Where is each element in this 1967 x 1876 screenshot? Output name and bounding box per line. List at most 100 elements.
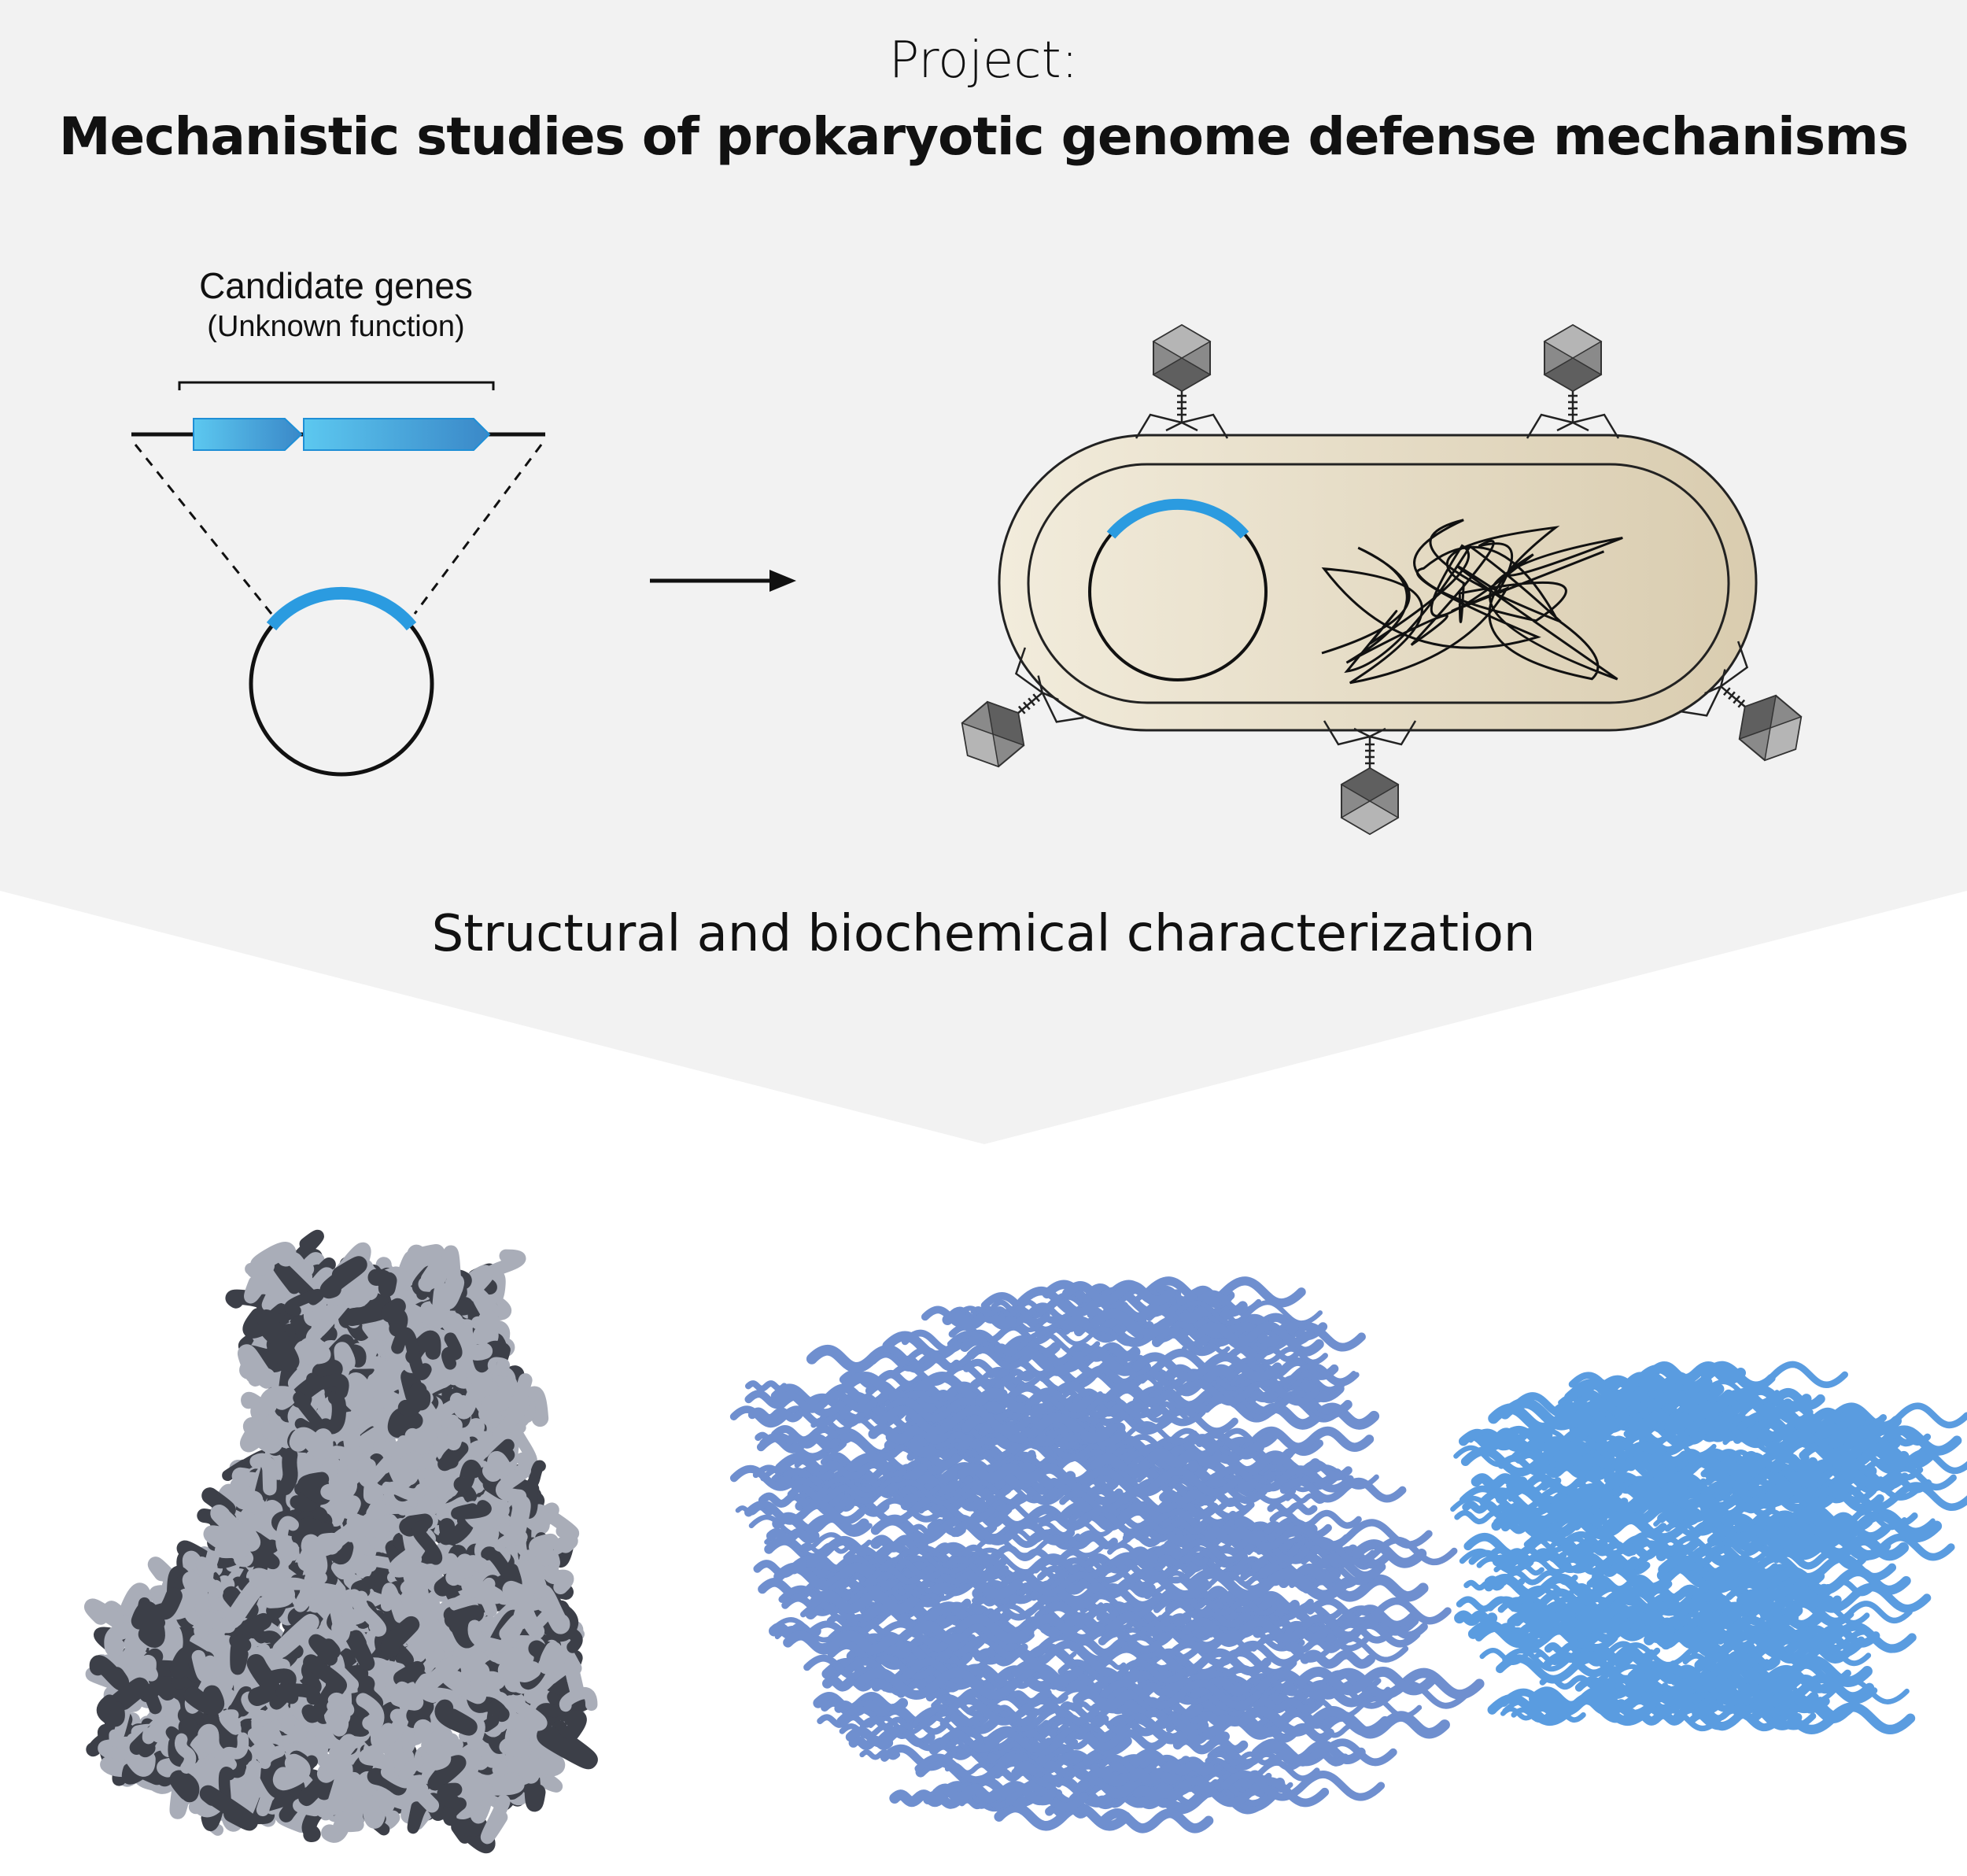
structure-mark <box>991 1299 1052 1313</box>
structure-mark <box>940 1736 1016 1752</box>
structure-mark <box>419 1596 441 1641</box>
structure-mark <box>391 1327 432 1380</box>
structure-mark <box>345 1276 378 1308</box>
bacterial-cell <box>998 434 1758 732</box>
structure-mark <box>1704 1472 1806 1493</box>
structure-mark <box>1647 1662 1797 1693</box>
structure-mark <box>1057 1659 1188 1684</box>
structure-mark <box>1691 1641 1816 1664</box>
structure-mark <box>773 1562 909 1591</box>
structure-mark <box>259 1386 297 1415</box>
structure-mark <box>1664 1521 1731 1537</box>
structure-mark <box>1511 1707 1586 1723</box>
section-label: Structural and biochemical characterizat… <box>431 905 1536 963</box>
structure-mark <box>1580 1553 1639 1570</box>
structure-mark <box>304 1536 327 1589</box>
structure-mark <box>1561 1603 1655 1625</box>
structure-mark <box>1098 1629 1223 1654</box>
structure-mark <box>197 1723 220 1754</box>
structure-mark <box>367 1565 398 1595</box>
structure-mark <box>1500 1520 1546 1534</box>
structure-mark <box>1549 1537 1643 1555</box>
protein-structure-ribbon-large <box>729 1276 1485 1834</box>
structure-mark <box>502 1647 541 1682</box>
structure-mark <box>1231 1357 1339 1380</box>
structure-mark <box>439 1273 465 1310</box>
structure-mark <box>341 1555 375 1579</box>
structure-mark <box>1495 1427 1553 1443</box>
structure-mark <box>963 1449 1007 1461</box>
structure-mark <box>1047 1484 1135 1505</box>
structure-mark <box>1195 1321 1315 1346</box>
structure-mark <box>410 1465 455 1500</box>
structure-mark <box>1026 1428 1081 1442</box>
structure-mark <box>389 1681 424 1711</box>
structure-mark <box>1124 1619 1175 1632</box>
structure-mark <box>237 1344 276 1389</box>
structure-mark <box>1051 1717 1132 1734</box>
structure-mark <box>1200 1590 1314 1614</box>
structure-mark <box>275 1683 321 1705</box>
structure-mark <box>345 1630 375 1671</box>
structure-mark <box>1131 1352 1282 1382</box>
structure-mark <box>864 1716 919 1730</box>
structure-mark <box>954 1614 1105 1644</box>
structure-mark <box>308 1634 341 1666</box>
structure-mark <box>959 1797 1006 1810</box>
structure-mark <box>320 1469 356 1502</box>
structure-mark <box>888 1479 1035 1506</box>
structure-mark <box>1172 1735 1249 1755</box>
structure-mark <box>1008 1690 1068 1704</box>
structure-mark <box>1541 1582 1607 1597</box>
structure-mark <box>1054 1320 1094 1331</box>
structure-mark <box>249 1453 277 1496</box>
structure-mark <box>1175 1300 1323 1326</box>
structure-mark <box>1238 1706 1390 1737</box>
structure-mark <box>1474 1624 1618 1652</box>
structure-mark <box>889 1789 947 1807</box>
structure-mark <box>327 1494 361 1527</box>
structure-mark <box>1029 1767 1094 1781</box>
structure-mark <box>947 1330 1101 1357</box>
structure-mark <box>191 1649 218 1682</box>
structure-mark <box>910 1620 1020 1645</box>
protein-structure-ribbon-small <box>1450 1361 1967 1734</box>
structure-mark <box>381 1298 408 1337</box>
structure-mark <box>744 1500 865 1525</box>
structure-mark <box>787 1484 880 1505</box>
structure-mark <box>1618 1475 1777 1503</box>
structure-mark <box>1267 1501 1318 1516</box>
structure-mark <box>275 1516 299 1557</box>
structure-mark <box>1285 1493 1327 1504</box>
structure-mark <box>213 1723 247 1757</box>
structure-mark <box>387 1407 423 1438</box>
structure-mark <box>1556 1511 1607 1527</box>
structure-mark <box>1766 1521 1824 1535</box>
structure-mark <box>327 1692 355 1717</box>
structure-mark <box>1574 1650 1629 1667</box>
chromosome <box>1321 519 1623 685</box>
structure-mark <box>1502 1648 1633 1672</box>
structure-mark <box>160 1623 183 1657</box>
structure-mark <box>1479 1433 1524 1448</box>
structure-mark <box>256 1309 300 1372</box>
structure-mark <box>914 1753 1079 1784</box>
structure-mark <box>1099 1679 1262 1710</box>
structure-mark <box>471 1287 500 1320</box>
structure-mark <box>1830 1402 1967 1429</box>
structure-mark <box>950 1520 1076 1545</box>
structure-mark <box>1066 1679 1127 1697</box>
structure-mark <box>1297 1696 1423 1719</box>
structure-mark <box>386 1481 428 1501</box>
structure-mark <box>512 1602 545 1640</box>
structure-mark <box>268 1269 294 1305</box>
unknown-function-label: (Unknown function) <box>207 310 465 343</box>
structure-mark <box>482 1450 516 1484</box>
structure-mark <box>537 1642 565 1675</box>
structure-mark <box>499 1728 532 1758</box>
structure-mark <box>982 1616 1068 1638</box>
structure-mark <box>1648 1361 1747 1385</box>
structure-mark <box>438 1512 474 1545</box>
structure-mark <box>400 1649 445 1694</box>
